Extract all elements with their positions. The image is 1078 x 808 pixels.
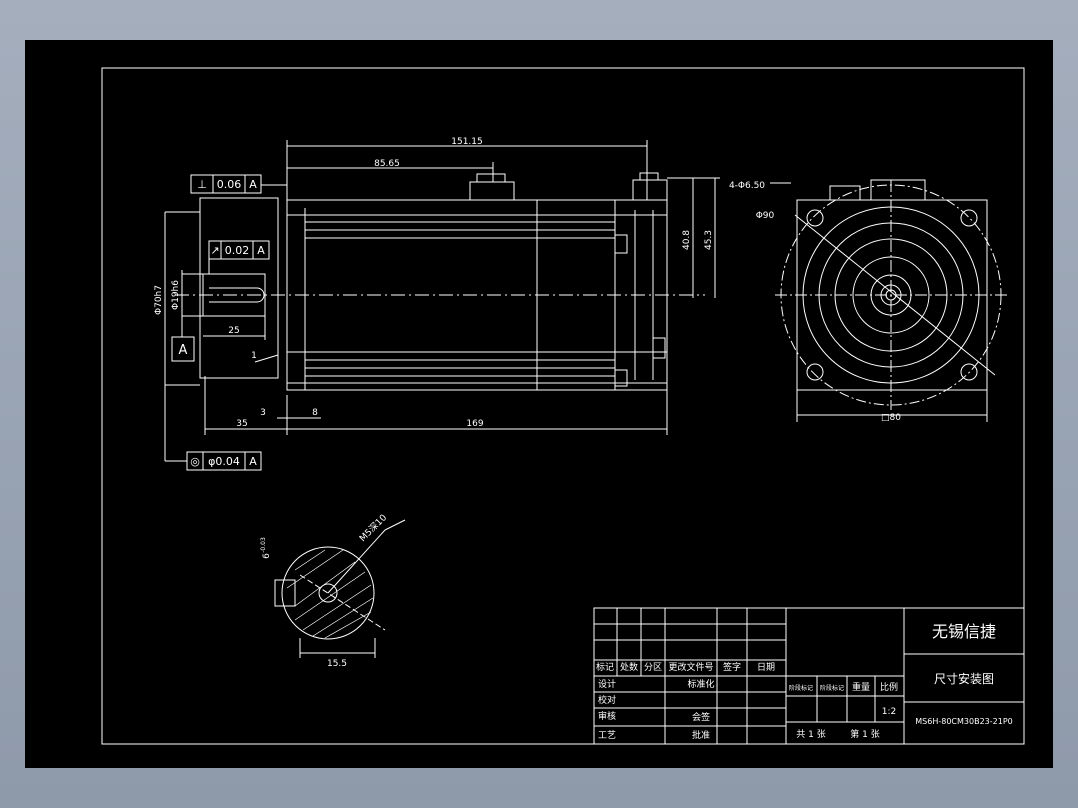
dim-shaft-ext: 35 (236, 419, 247, 429)
approve-label: 批准 (692, 729, 710, 741)
concentricity-symbol: ◎ (190, 455, 200, 468)
stage-header-scale: 比例 (880, 681, 898, 693)
runout-datum: A (257, 244, 265, 257)
perpendicularity-symbol: ⊥ (197, 178, 207, 191)
sheet-number: 第 1 张 (850, 728, 879, 740)
standardization-label: 标准化 (687, 678, 714, 690)
dim-section-thread: M5深10 (357, 512, 389, 544)
drawing-frame (101, 67, 1025, 745)
datum-letter: A (179, 343, 188, 358)
dim-height-a: 40.8 (682, 230, 692, 250)
stage-header-2: 阶段标记 (820, 684, 844, 692)
title-block (593, 607, 1025, 745)
side-dimensions (164, 140, 720, 462)
rev-header-zone: 分区 (644, 662, 662, 673)
tolerance-frame-perpendicularity (190, 174, 262, 194)
dim-gap-3: 3 (260, 408, 266, 418)
stage-header-weight: 重量 (852, 681, 870, 693)
dim-leader-1: 1 (251, 351, 257, 361)
perpendicularity-value: 0.06 (217, 178, 242, 191)
sheet-total: 共 1 张 (796, 729, 825, 740)
role-check: 校对 (598, 694, 616, 706)
role-process: 工艺 (598, 730, 616, 741)
dim-pitch-circle: Φ90 (756, 211, 775, 221)
role-review: 审核 (598, 710, 616, 722)
scale-value: 1:2 (882, 707, 896, 717)
concentricity-value: φ0.04 (208, 455, 240, 468)
dim-flange-hole: 4-Φ6.50 (729, 181, 765, 191)
dim-section-width: 15.5 (327, 659, 347, 669)
dim-section-key-sub: -0.03 (260, 537, 267, 553)
motor-side-view (175, 172, 705, 391)
dim-shaft-dia: Φ19h6 (171, 280, 181, 310)
dim-square: □80 (881, 413, 901, 423)
dim-section-key: 6 (262, 553, 272, 559)
countersign-label: 会签 (692, 711, 710, 723)
tolerance-frame-runout (208, 240, 270, 260)
shaft-section-view (274, 519, 406, 658)
dim-shaft-length: 25 (228, 326, 239, 336)
motor-front-view (770, 179, 1010, 422)
dim-flange-offset: 85.65 (374, 159, 400, 169)
dim-spigot-dia: Φ70h7 (154, 285, 164, 315)
dim-gap-8: 8 (312, 408, 318, 418)
role-design: 设计 (598, 678, 616, 690)
dim-overall-length: 151.15 (451, 137, 483, 147)
runout-symbol: ↗ (210, 244, 219, 257)
drawing-number: MS6H-80CM30B23-21P0 (915, 717, 1012, 726)
runout-value: 0.02 (225, 244, 250, 257)
rev-header-count: 处数 (620, 661, 638, 673)
motor-installation-drawing: 151.15 85.65 169 25 35 3 8 1 □80 Φ90 4-Φ… (101, 67, 1025, 745)
rev-header-sign: 签字 (723, 661, 741, 673)
concentricity-datum: A (249, 455, 257, 468)
perpendicularity-datum: A (249, 178, 257, 191)
rev-header-mark: 标记 (596, 661, 614, 673)
stage-header-1: 阶段标记 (789, 684, 813, 692)
drawing-sheet: 151.15 85.65 169 25 35 3 8 1 □80 Φ90 4-Φ… (25, 40, 1053, 768)
drawing-title: 尺寸安装图 (934, 671, 994, 686)
datum-box (171, 336, 195, 362)
company-name: 无锡信捷 (932, 622, 996, 641)
dim-body-length: 169 (466, 419, 483, 429)
dim-height-b: 45.3 (704, 230, 714, 250)
rev-header-docno: 更改文件号 (668, 661, 713, 673)
tolerance-frame-concentricity (186, 451, 262, 471)
rev-header-date: 日期 (757, 662, 775, 673)
